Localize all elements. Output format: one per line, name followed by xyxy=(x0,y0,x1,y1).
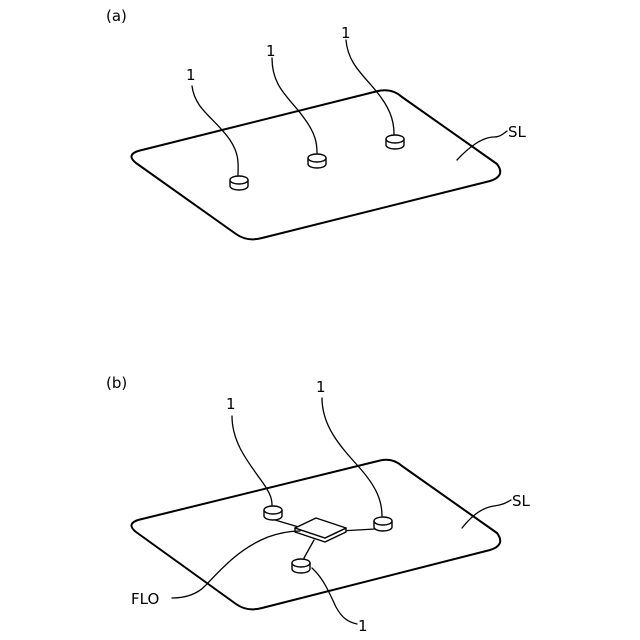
panel-a: (a) 1 1 1 SL xyxy=(106,7,527,239)
panel-a-surface-leader xyxy=(457,131,507,160)
panel-a-sensor-label-2: 1 xyxy=(266,42,276,60)
panel-b-flo-module xyxy=(295,518,346,542)
panel-b-leader-3 xyxy=(312,568,357,624)
panel-b-sensor-3 xyxy=(292,559,310,573)
panel-a-leader-3 xyxy=(346,40,394,134)
panel-a-leader-2 xyxy=(272,58,317,153)
panel-a-label: (a) xyxy=(106,7,127,25)
panel-b-sensor-label-3: 1 xyxy=(358,617,368,635)
panel-a-surface-label: SL xyxy=(508,123,527,141)
panel-b-sensor-label-2: 1 xyxy=(316,378,326,396)
panel-a-sensor-2 xyxy=(308,154,326,168)
panel-b-surface-label: SL xyxy=(512,492,531,510)
panel-a-leader-1 xyxy=(192,86,238,175)
panel-b-sensor-2 xyxy=(374,517,392,531)
panel-b-wire-bottom xyxy=(304,540,314,558)
panel-a-sensor-3 xyxy=(386,135,404,149)
panel-a-sensor-label-3: 1 xyxy=(341,24,351,42)
panel-b-sensor-1 xyxy=(264,506,282,520)
panel-b-sensor-label-1: 1 xyxy=(226,395,236,413)
panel-b-flo-label: FLO xyxy=(131,590,159,608)
panel-b: (b) 1 1 1 SL xyxy=(106,374,531,635)
panel-b-flo-leader xyxy=(172,531,300,598)
panel-b-label: (b) xyxy=(106,374,127,392)
panel-a-sensor-label-1: 1 xyxy=(186,66,196,84)
panel-b-leader-2 xyxy=(322,398,382,516)
panel-a-sensor-1 xyxy=(230,176,248,190)
